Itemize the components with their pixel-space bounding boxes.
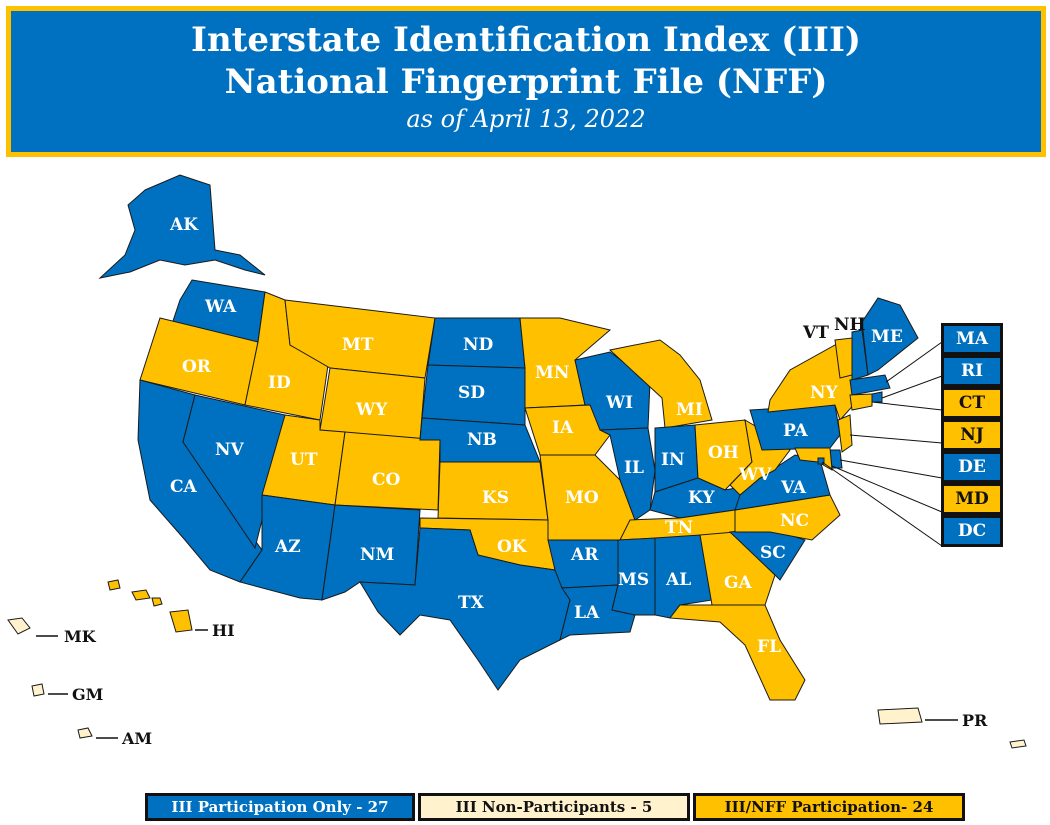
state-mi[interactable] bbox=[608, 339, 713, 429]
title-banner: Interstate Identification Index (III) Na… bbox=[6, 6, 1046, 157]
side-label-nj[interactable]: NJ bbox=[941, 419, 1003, 451]
state-il[interactable] bbox=[599, 427, 656, 521]
label-ut: UT bbox=[290, 450, 318, 470]
state-tx[interactable] bbox=[359, 527, 571, 691]
side-label-dc[interactable]: DC bbox=[941, 515, 1003, 547]
label-la: LA bbox=[574, 603, 600, 623]
label-nd: ND bbox=[463, 335, 494, 355]
label-pa: PA bbox=[783, 421, 809, 441]
label-wi: WI bbox=[605, 393, 633, 413]
label-wv: WV bbox=[738, 465, 772, 485]
label-sc: SC bbox=[760, 543, 786, 563]
label-ga: GA bbox=[724, 573, 753, 593]
territory-gm[interactable] bbox=[31, 683, 45, 697]
label-mt: MT bbox=[342, 335, 374, 355]
state-ct[interactable] bbox=[849, 393, 873, 411]
label-wa: WA bbox=[204, 297, 237, 317]
label-ny: NY bbox=[810, 383, 839, 403]
title-line-2: National Fingerprint File (NFF) bbox=[224, 62, 828, 102]
label-pr: PR bbox=[962, 711, 988, 730]
label-ca: CA bbox=[170, 477, 198, 497]
label-sd: SD bbox=[458, 383, 485, 403]
state-fl[interactable] bbox=[669, 604, 806, 701]
title-line-1: Interstate Identification Index (III) bbox=[191, 20, 861, 60]
state-me[interactable] bbox=[861, 297, 919, 376]
label-nm: NM bbox=[360, 545, 395, 565]
territory-pr[interactable] bbox=[877, 707, 923, 725]
state-ri[interactable] bbox=[871, 391, 883, 403]
state-ia[interactable] bbox=[524, 404, 611, 456]
label-or: OR bbox=[182, 357, 212, 377]
label-ak: AK bbox=[169, 215, 199, 235]
label-mk: MK bbox=[64, 627, 97, 646]
label-in: IN bbox=[661, 450, 685, 470]
label-wy: WY bbox=[355, 400, 388, 420]
us-map: AK WA OR CA NV ID MT WY UT AZ CO NM ND S… bbox=[7, 174, 1027, 749]
side-label-de[interactable]: DE bbox=[941, 451, 1003, 483]
label-tx: TX bbox=[458, 593, 485, 613]
side-leader-lines bbox=[821, 341, 943, 547]
label-va: VA bbox=[780, 478, 807, 498]
label-oh: OH bbox=[708, 443, 739, 463]
state-nj[interactable] bbox=[837, 414, 853, 453]
side-label-ct[interactable]: CT bbox=[941, 387, 1003, 419]
label-nv: NV bbox=[215, 440, 245, 460]
label-az: AZ bbox=[274, 537, 301, 557]
label-id: ID bbox=[268, 373, 291, 393]
label-ar: AR bbox=[570, 545, 599, 565]
territory-mk[interactable] bbox=[7, 617, 31, 635]
label-vt: VT bbox=[802, 323, 829, 343]
label-ok: OK bbox=[497, 537, 528, 557]
legend-nff: III/NFF Participation- 24 bbox=[693, 793, 965, 821]
label-al: AL bbox=[665, 570, 691, 590]
label-ky: KY bbox=[688, 488, 715, 508]
state-nv[interactable] bbox=[182, 394, 286, 550]
label-me: ME bbox=[871, 327, 903, 347]
label-ks: KS bbox=[482, 488, 509, 508]
small-states-panel: MA RI CT NJ DE MD DC bbox=[941, 323, 1003, 547]
label-ia: IA bbox=[552, 418, 574, 438]
label-tn: TN bbox=[665, 518, 693, 538]
title-date: as of April 13, 2022 bbox=[406, 105, 646, 133]
label-co: CO bbox=[372, 470, 401, 490]
label-mi: MI bbox=[676, 400, 703, 420]
state-ak[interactable] bbox=[98, 174, 266, 279]
legend-non-participants: III Non-Participants - 5 bbox=[418, 793, 690, 821]
label-nc: NC bbox=[780, 511, 809, 531]
territory-am[interactable] bbox=[77, 727, 93, 739]
legend-iii-only: III Participation Only - 27 bbox=[145, 793, 415, 821]
side-label-ri[interactable]: RI bbox=[941, 355, 1003, 387]
label-ms: MS bbox=[618, 570, 649, 590]
label-gm: GM bbox=[72, 685, 103, 704]
state-ma[interactable] bbox=[849, 374, 891, 396]
territory-vi bbox=[1009, 739, 1027, 749]
label-am: AM bbox=[121, 729, 152, 748]
side-label-md[interactable]: MD bbox=[941, 483, 1003, 515]
label-hi: HI bbox=[212, 621, 235, 640]
label-mn: MN bbox=[535, 363, 569, 383]
side-label-ma[interactable]: MA bbox=[941, 323, 1003, 355]
label-nb: NB bbox=[467, 430, 497, 450]
state-ga[interactable] bbox=[699, 531, 776, 606]
state-hi[interactable] bbox=[107, 579, 193, 633]
label-mo: MO bbox=[565, 488, 599, 508]
label-il: IL bbox=[624, 458, 644, 478]
label-fl: FL bbox=[757, 637, 781, 657]
label-nh: NH bbox=[834, 315, 866, 335]
